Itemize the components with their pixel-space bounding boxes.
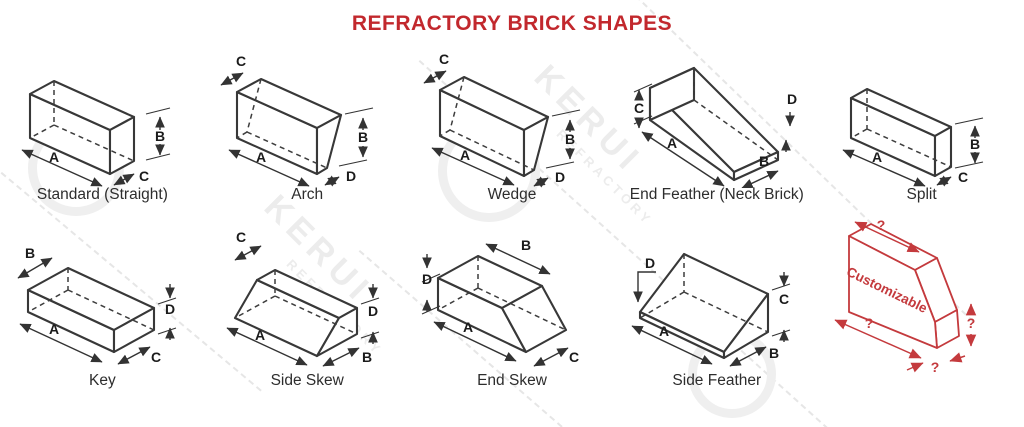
brick-hidden-edges — [236, 78, 328, 169]
dim-label-B: B — [155, 128, 165, 144]
dim-label-D: D — [554, 169, 564, 185]
brick-hidden-edges — [850, 89, 952, 168]
dim-label-D: D — [368, 303, 378, 319]
arch-brick-drawing: C A B D — [220, 53, 373, 187]
dim-label-q-height: ? — [967, 315, 976, 331]
figure-end-skew: D B A C End Skew — [410, 216, 615, 390]
brick-solid-edges — [438, 75, 549, 178]
dim-label-D: D — [165, 301, 175, 317]
figure-caption: End Feather (Neck Brick) — [629, 186, 804, 203]
brick-solid-edges — [436, 254, 567, 354]
figure-caption: Side Feather — [672, 372, 762, 389]
figure-caption: Key — [89, 372, 116, 389]
dim-label-C: C — [139, 168, 149, 184]
dim-label-A: A — [49, 149, 59, 165]
brick-solid-edges — [235, 77, 342, 176]
brick-row-1: A B C Standard (Straight) — [0, 38, 1024, 204]
figure-caption: Arch — [291, 186, 324, 203]
dim-label-C: C — [779, 291, 789, 307]
side-skew-brick-drawing: C A D B — [226, 229, 379, 367]
split-brick-drawing: A B C — [842, 87, 984, 187]
figure-side-feather: D A C B Side Feather — [614, 216, 819, 390]
dim-label-A: A — [256, 149, 266, 165]
dim-label-C: C — [236, 229, 246, 245]
figure-end-feather: C A B D End Feather (Neck Brick) — [614, 38, 819, 204]
dim-label-B: B — [358, 129, 368, 145]
page-title: REFRACTORY BRICK SHAPES — [351, 12, 673, 35]
figure-split: A B C Split — [819, 38, 1024, 204]
key-brick-drawing: B A D C — [17, 245, 177, 365]
dim-label-A: A — [255, 327, 265, 343]
dimension-arrows — [226, 245, 379, 367]
dimension-arrows — [834, 221, 977, 373]
dim-label-A: A — [49, 321, 59, 337]
dim-label-q-top: ? — [877, 217, 886, 233]
dim-label-A: A — [462, 319, 472, 335]
brick-hidden-edges — [639, 254, 769, 333]
dim-label-B: B — [759, 153, 769, 169]
dimension-arrows — [634, 83, 796, 188]
brick-hidden-edges — [27, 268, 155, 331]
figure-standard-straight: A B C Standard (Straight) — [0, 38, 205, 204]
dim-label-B: B — [769, 345, 779, 361]
figure-wedge: C A B D Wedge — [410, 38, 615, 204]
dim-label-B: B — [564, 131, 574, 147]
dim-label-A: A — [459, 147, 469, 163]
figure-key: B A D C Key — [0, 216, 205, 390]
dim-label-D: D — [421, 271, 431, 287]
side-feather-brick-drawing: D A C B — [631, 252, 791, 367]
dim-label-C: C — [438, 51, 448, 67]
dim-label-A: A — [659, 323, 669, 339]
brick-solid-edges — [850, 87, 953, 178]
figure-caption: Standard (Straight) — [36, 186, 168, 203]
dimension-arrows — [421, 243, 568, 367]
dim-label-C: C — [958, 169, 968, 185]
figure-caption: End Skew — [477, 372, 547, 389]
dimension-arrows — [17, 257, 177, 365]
end-feather-brick-drawing: C A B D — [634, 66, 797, 188]
brick-hidden-edges — [437, 256, 566, 331]
dimension-arrows — [220, 72, 373, 187]
brick-solid-edges — [233, 268, 358, 358]
dim-label-C: C — [236, 53, 246, 69]
dimension-arrows — [842, 117, 984, 187]
end-skew-brick-drawing: D B A C — [421, 237, 579, 367]
dim-label-B: B — [362, 349, 372, 365]
dim-label-A: A — [872, 149, 882, 165]
standard-brick-drawing: A B C — [21, 79, 171, 187]
figure-caption: Wedge — [487, 186, 537, 203]
brick-hidden-edges — [234, 270, 358, 335]
dim-label-A: A — [667, 135, 677, 151]
dim-label-D: D — [787, 91, 797, 107]
figure-customizable: Customizable ? ? ? ? — [819, 216, 1024, 390]
dim-label-C: C — [151, 349, 161, 365]
dim-label-D: D — [346, 168, 356, 184]
dimension-arrows — [631, 271, 791, 367]
dim-label-q-depth: ? — [931, 359, 940, 374]
customizable-brick-drawing: Customizable ? ? ? ? — [834, 217, 977, 374]
dim-label-B: B — [25, 245, 35, 261]
wedge-brick-drawing: C A B D — [423, 51, 580, 188]
figure-caption: Side Skew — [270, 372, 344, 389]
dim-label-q-length: ? — [865, 315, 874, 331]
figure-side-skew: C A D B Side Skew — [205, 216, 410, 390]
dim-label-B: B — [520, 237, 530, 253]
dim-label-C: C — [568, 349, 578, 365]
dim-label-B: B — [970, 136, 980, 152]
brick-row-2: B A D C Key — [0, 216, 1024, 390]
brick-solid-edges — [26, 266, 155, 354]
dim-label-C: C — [634, 100, 644, 116]
dim-label-D: D — [645, 255, 655, 271]
figure-caption: Split — [906, 186, 937, 203]
figure-arch: C A B D Arch — [205, 38, 410, 204]
